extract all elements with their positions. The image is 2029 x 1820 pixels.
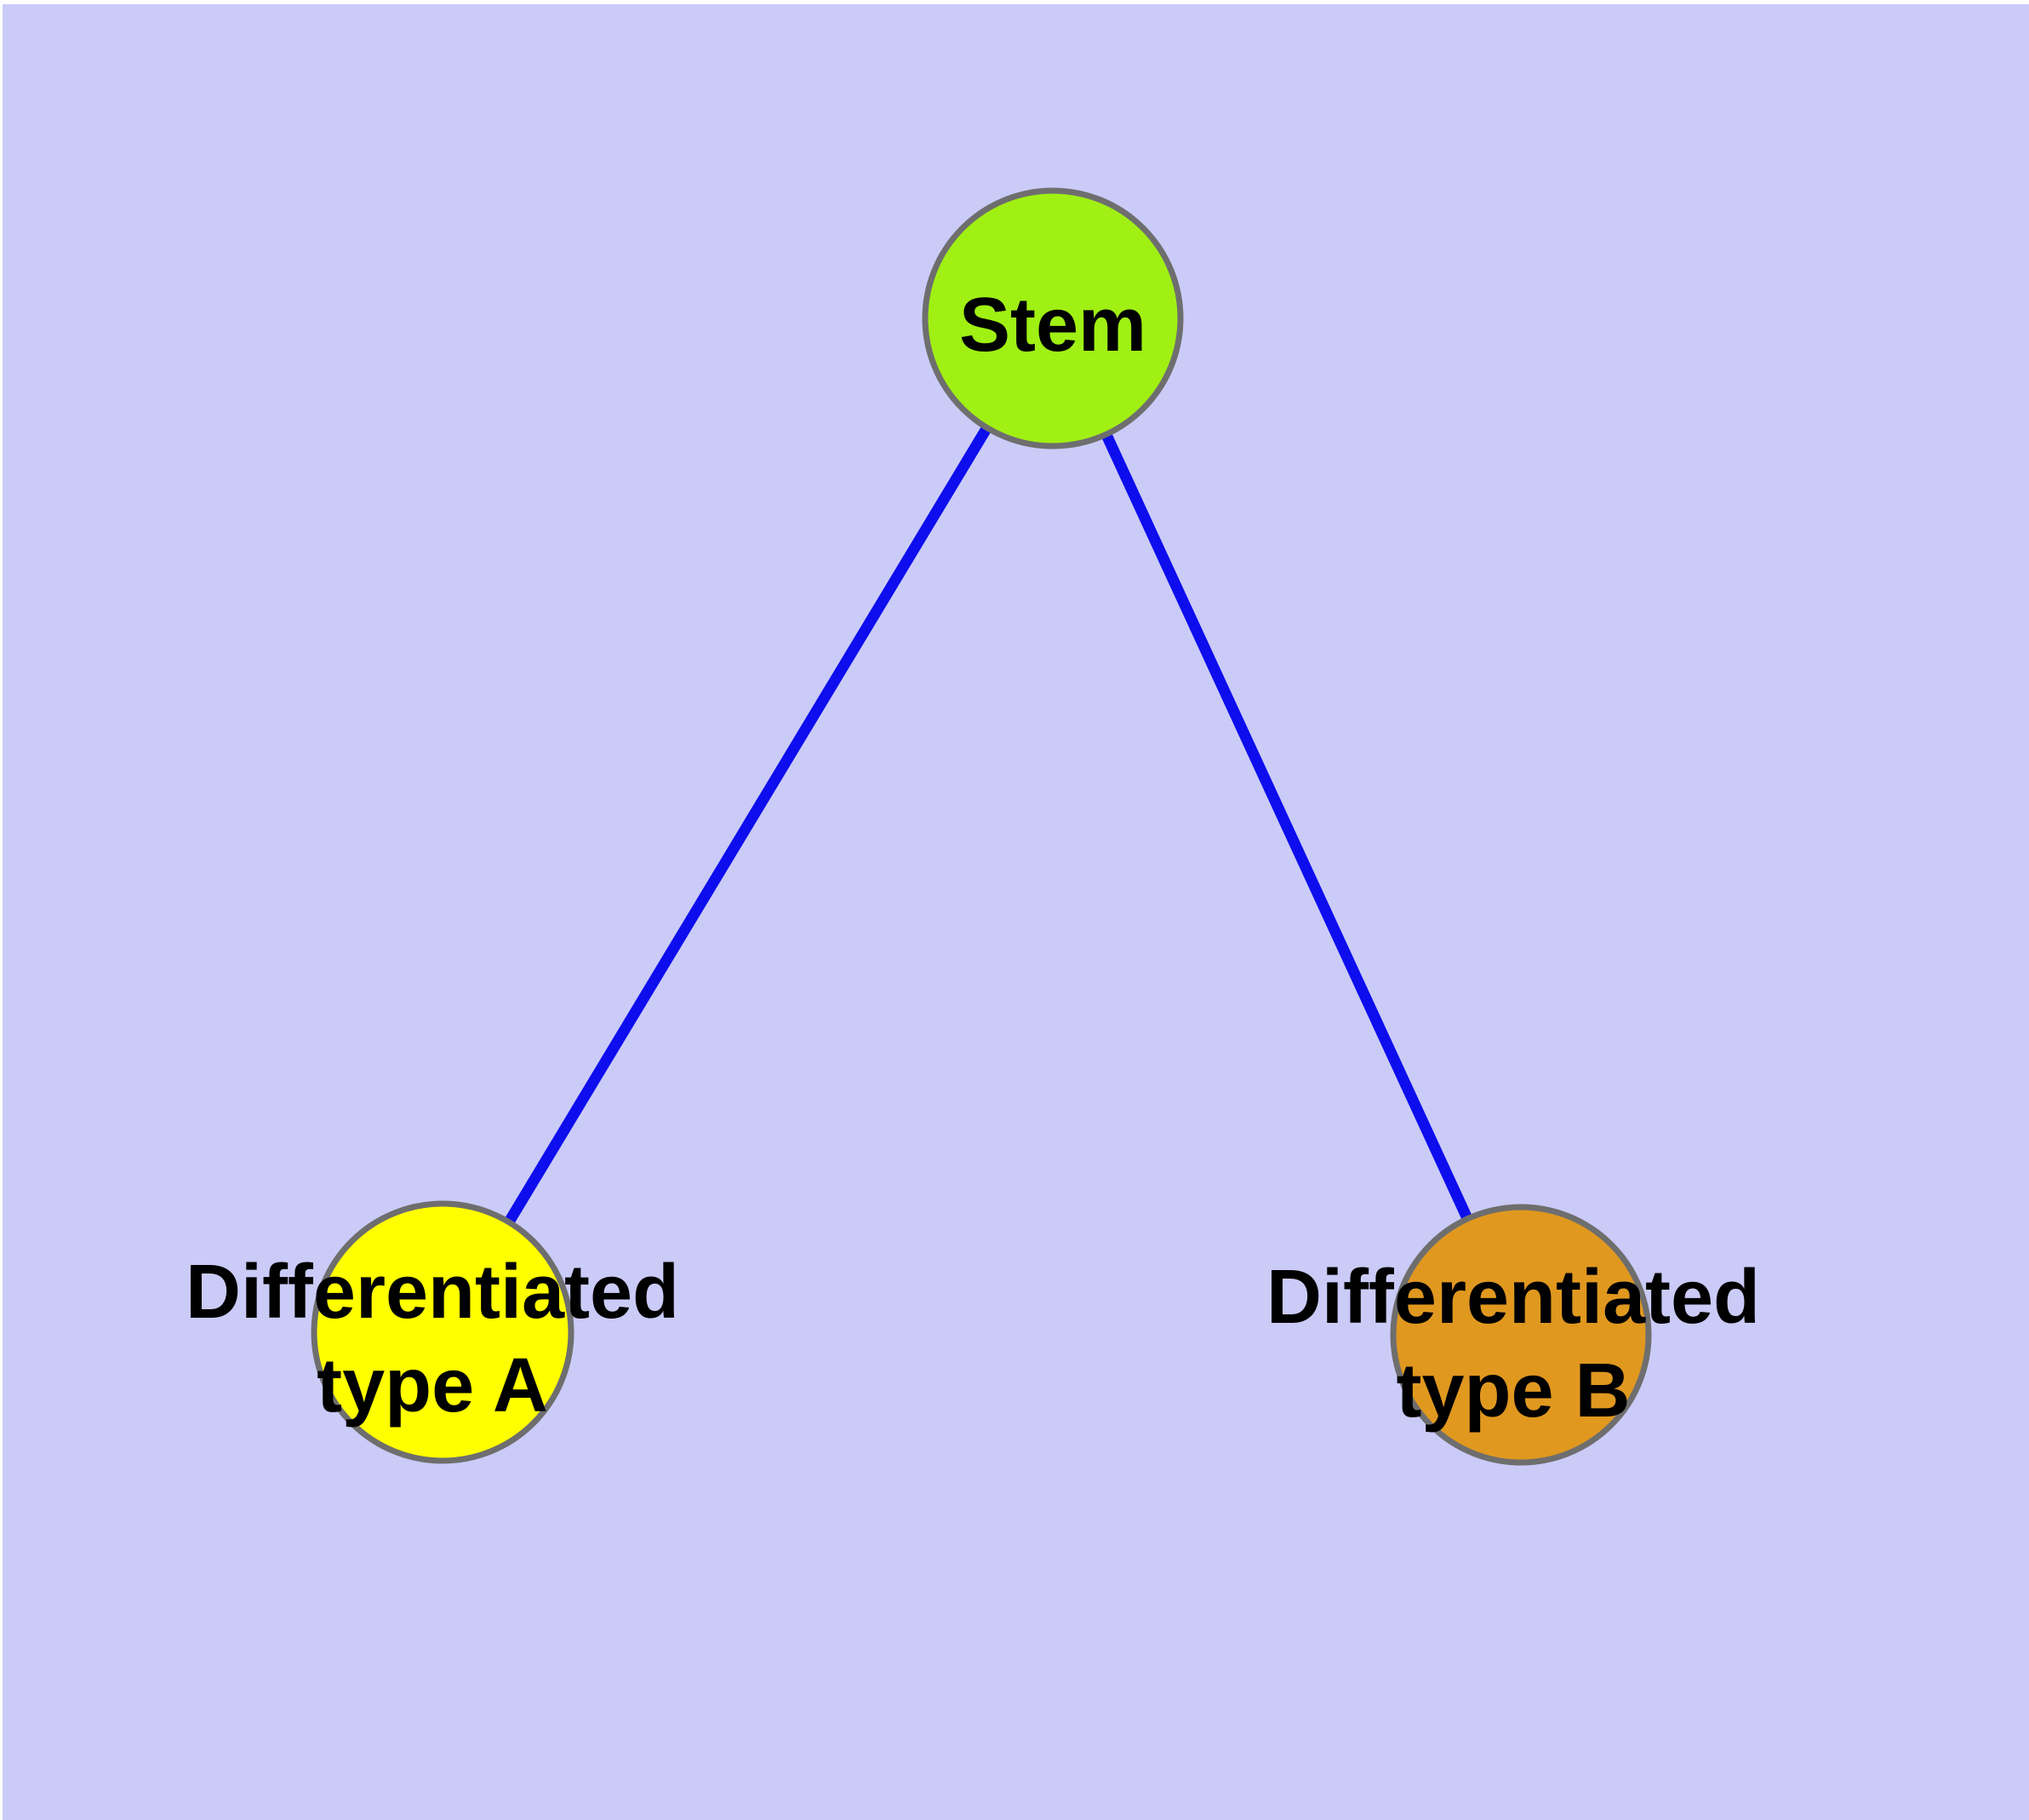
edge-stem-to-type-a (437, 315, 1058, 1336)
node-differentiated-type-b-label-line1: Differentiated (1266, 1255, 1760, 1340)
edge-stem-to-type-b (1048, 316, 1526, 1337)
node-differentiated-type-a-label-line2: type A (317, 1343, 548, 1428)
node-differentiated-type-a-label-line1: Differentiated (186, 1250, 679, 1335)
node-stem-circle (922, 187, 1184, 449)
node-differentiated-type-b-label-line2: type B (1396, 1348, 1630, 1434)
node-differentiated-type-b-circle (1390, 1204, 1652, 1466)
node-differentiated-type-a-circle (311, 1200, 574, 1464)
node-stem-label: Stem (959, 283, 1146, 368)
